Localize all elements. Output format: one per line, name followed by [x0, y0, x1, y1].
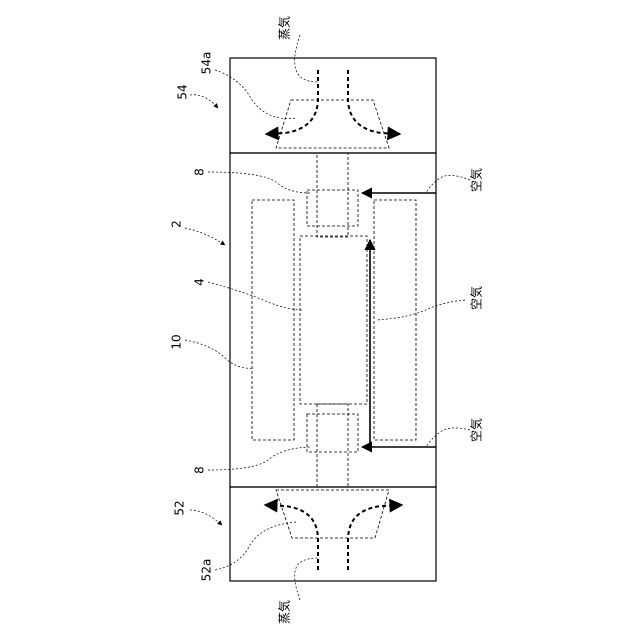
label-air-top: 空気 [469, 168, 484, 192]
bearing-8-bottom [307, 414, 358, 452]
label-steam-bottom: 蒸気 [277, 600, 292, 624]
rotor-4 [300, 236, 367, 404]
label-8-bottom: 8 [193, 466, 207, 474]
shaft-top [317, 153, 348, 237]
label-air-bottom: 空気 [469, 418, 484, 442]
bearing-8-top [307, 190, 358, 226]
label-54a: 54a [200, 52, 214, 75]
leader-air-middle [376, 300, 465, 320]
label-8-top: 8 [193, 168, 207, 176]
steam-flow-top-left [266, 70, 318, 134]
label-52: 52 [173, 500, 187, 515]
label-steam-top: 蒸気 [277, 16, 292, 40]
steam-flow-top-right [348, 70, 400, 134]
leader-steam-bottom [295, 558, 318, 600]
leader-52 [190, 510, 222, 525]
label-4: 4 [193, 278, 207, 286]
leader-10 [185, 340, 254, 368]
label-54: 54 [176, 84, 190, 99]
leader-4 [208, 282, 303, 310]
main-body-2 [230, 153, 436, 487]
leader-air-top [426, 175, 470, 193]
stator-10-right [374, 200, 416, 440]
label-air-middle: 空気 [469, 286, 484, 310]
leader-54a [215, 70, 296, 119]
bottom-block-52 [230, 487, 436, 581]
leader-air-bottom [426, 428, 470, 447]
label-52a: 52a [200, 559, 214, 582]
shaft-bottom [317, 404, 348, 487]
top-block-54 [230, 58, 436, 153]
leader-8-bottom [208, 447, 310, 470]
label-10: 10 [170, 334, 184, 349]
top-nozzle-54a [276, 100, 389, 148]
leader-8-top [208, 172, 310, 193]
leader-52a [215, 522, 296, 570]
bottom-nozzle-52a [276, 490, 389, 538]
leader-2 [185, 228, 225, 245]
leader-54 [190, 95, 218, 108]
stator-10-left [252, 200, 294, 440]
label-2: 2 [170, 220, 184, 228]
